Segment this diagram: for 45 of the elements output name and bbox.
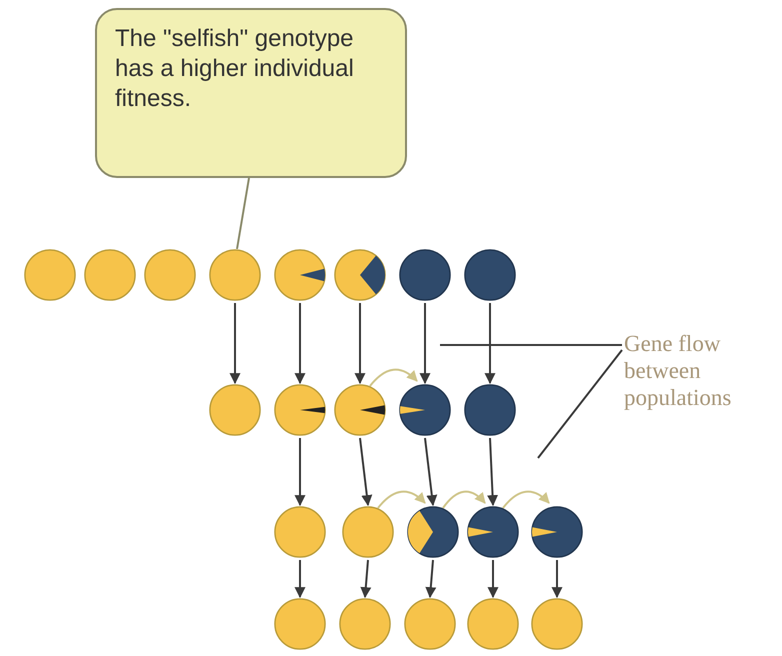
population-circle (209, 249, 261, 301)
arrow (420, 303, 430, 384)
population-circle (464, 249, 516, 301)
population-circle (339, 598, 391, 650)
callout-bubble: The "selfish" genotype has a higher individual fitness. (95, 8, 407, 178)
arrow (294, 560, 306, 598)
population-circle (531, 506, 583, 558)
gene-flow-arrow (369, 368, 418, 387)
arrow (294, 303, 306, 384)
population-circle (334, 384, 386, 436)
arrow (360, 560, 372, 598)
leader-line (440, 344, 622, 346)
population-circle (209, 384, 261, 436)
arrow (354, 303, 366, 384)
population-circle (404, 598, 456, 650)
population-circle (144, 249, 196, 301)
population-circle (531, 598, 583, 650)
population-circle (407, 506, 459, 558)
arrow (487, 438, 498, 506)
gene-flow-arrow (377, 490, 426, 509)
arrow (425, 560, 436, 598)
population-circle (342, 506, 394, 558)
arrow (294, 438, 306, 506)
population-circle (467, 598, 519, 650)
arrow (359, 438, 372, 506)
population-circle (274, 598, 326, 650)
arrow (488, 560, 498, 598)
gene-flow-arrow (502, 490, 550, 509)
population-circle (274, 249, 326, 301)
arrow (484, 303, 496, 384)
population-circle (399, 384, 451, 436)
arrow (230, 303, 240, 384)
population-circle (24, 249, 76, 301)
leader-line (537, 349, 623, 459)
population-circle (464, 384, 516, 436)
population-circle (467, 506, 519, 558)
population-circle (274, 384, 326, 436)
population-circle (84, 249, 136, 301)
population-circle (334, 249, 386, 301)
gene-flow-label: Gene flow between populations (624, 330, 782, 411)
gene-flow-arrow (442, 490, 486, 509)
population-circle (399, 249, 451, 301)
arrow (424, 438, 438, 506)
population-circle (274, 506, 326, 558)
arrow (552, 560, 562, 598)
